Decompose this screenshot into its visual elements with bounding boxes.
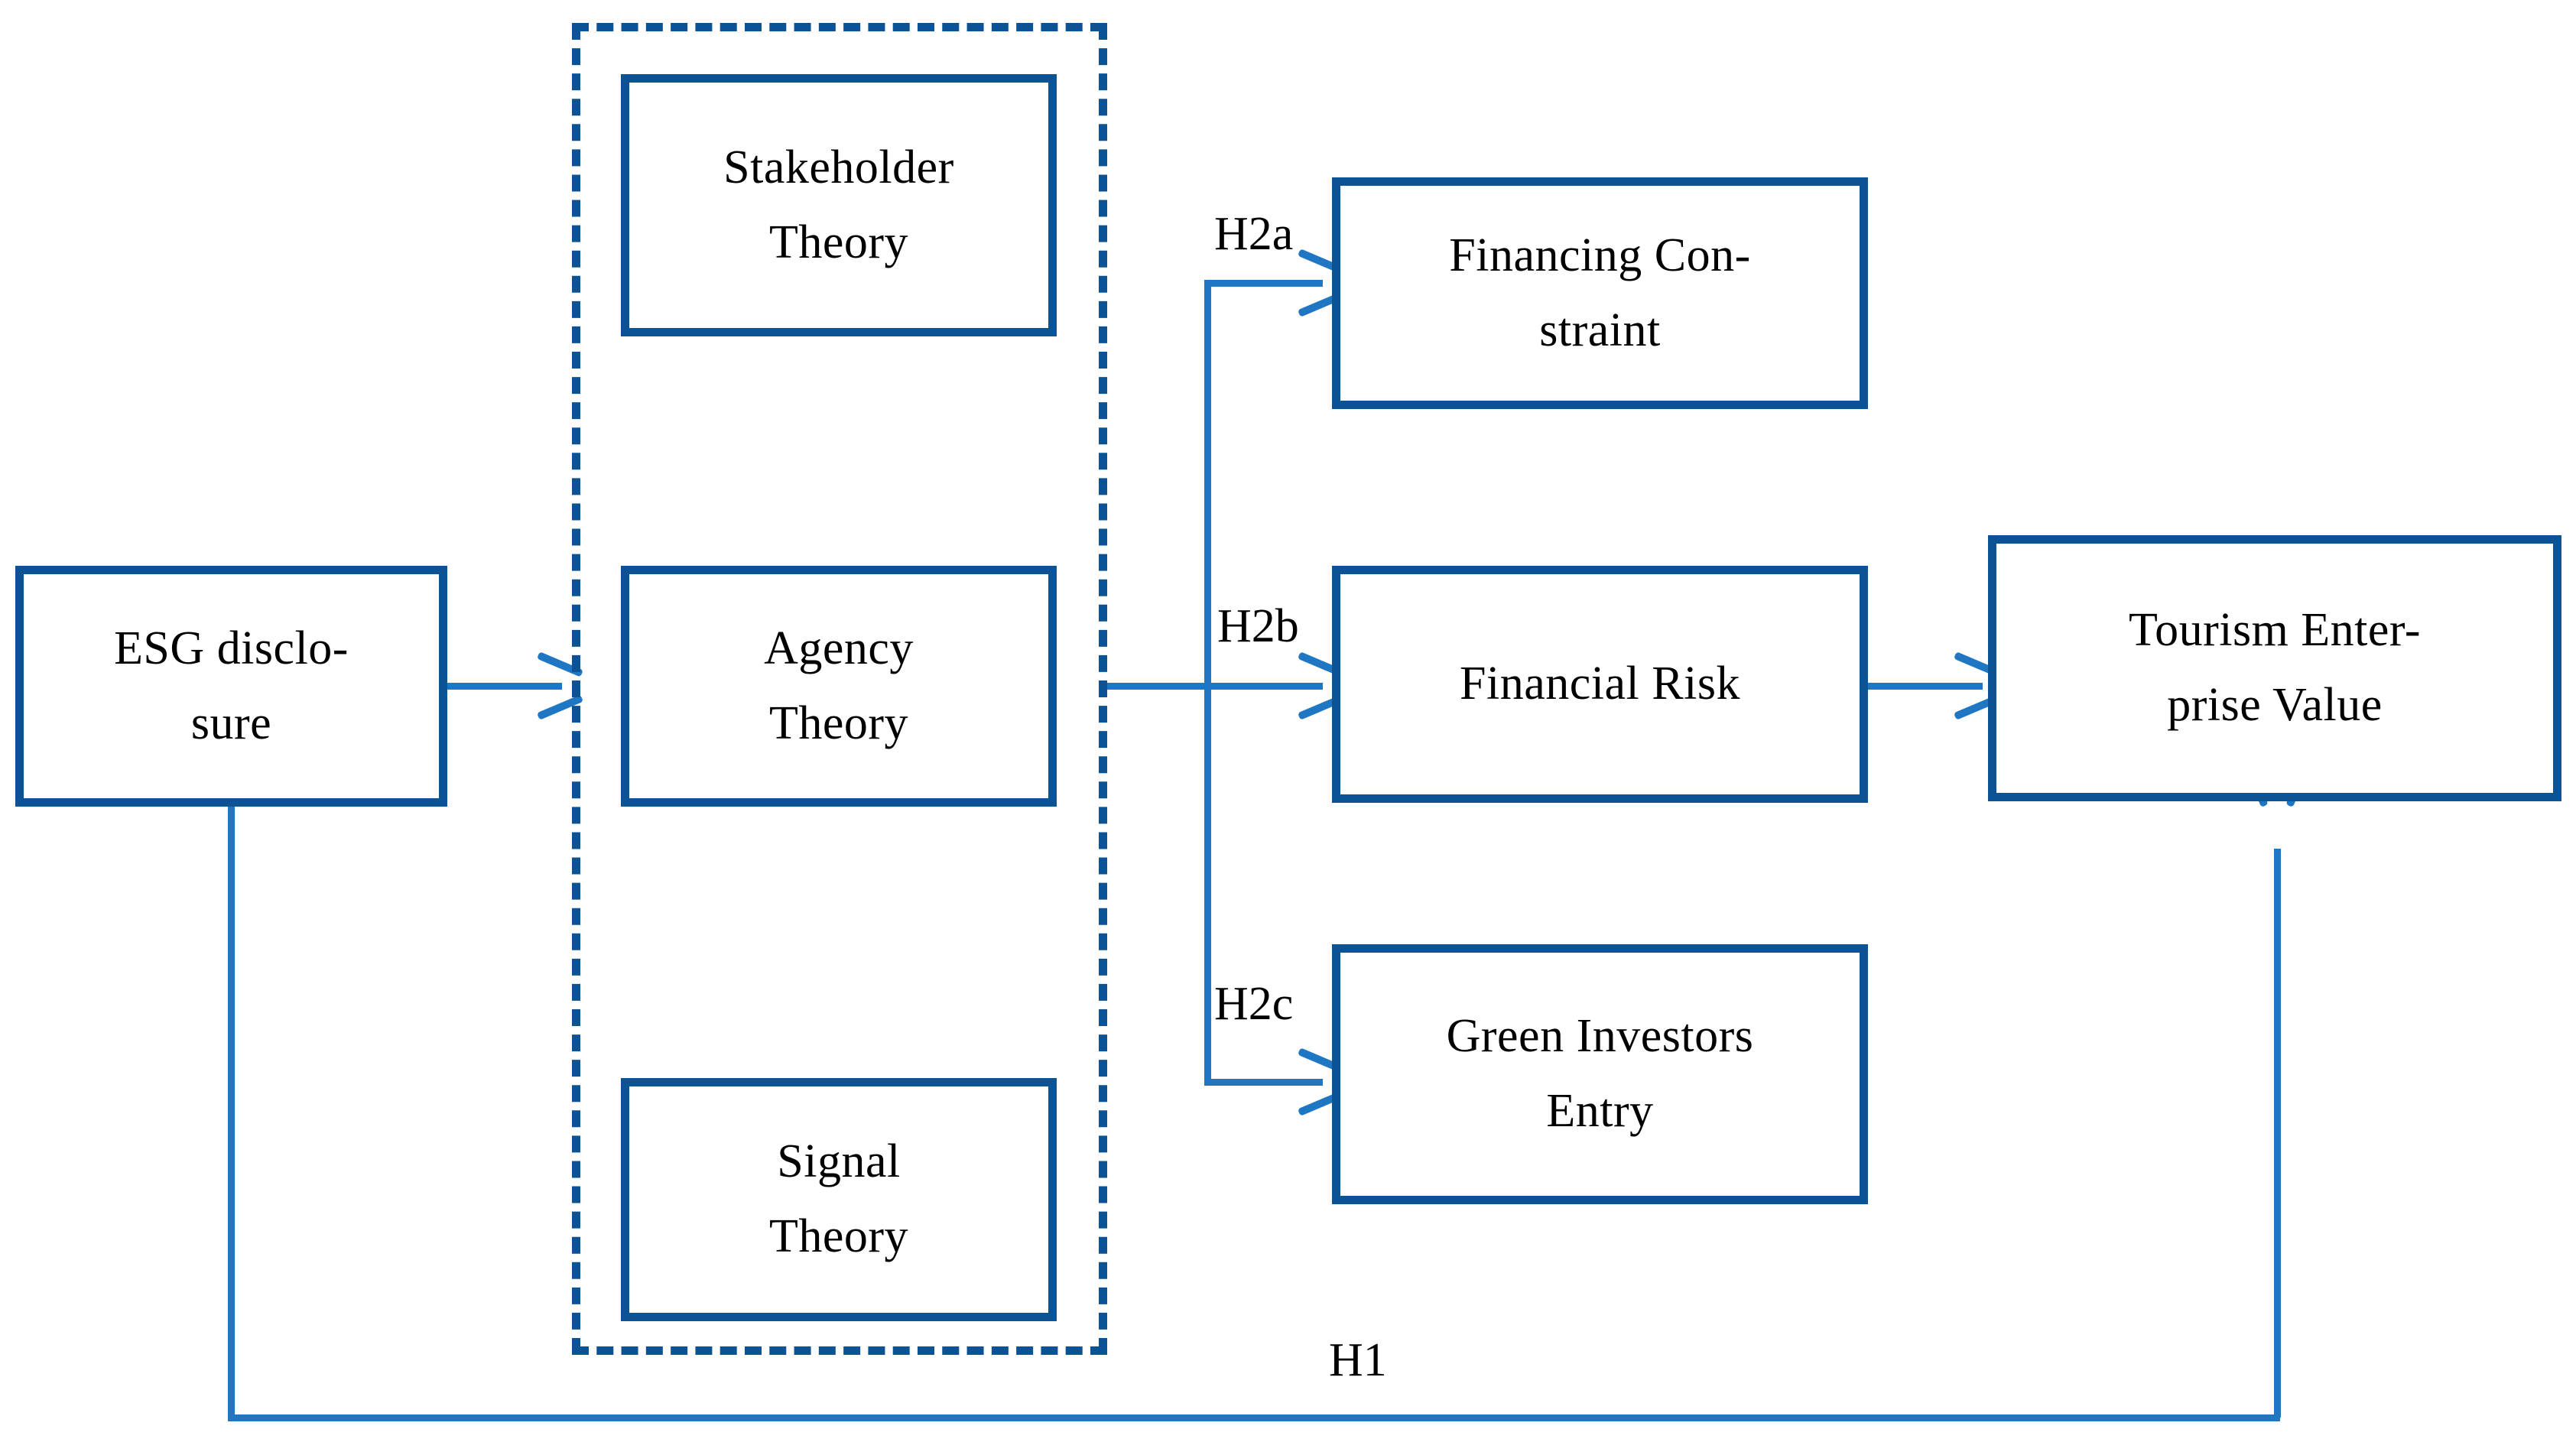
connector-h1-vertical-left — [228, 807, 235, 1418]
connector-trunk-to-financing-constraint — [1204, 280, 1323, 287]
connector-theory-group-to-trunk — [1107, 683, 1210, 690]
connector-trunk-to-green-investors-entry — [1204, 1079, 1323, 1086]
node-agency-theory-line2: Theory — [768, 697, 909, 749]
node-green-investors-entry[interactable]: Green Investors Entry — [1332, 944, 1868, 1204]
theory-group-container — [572, 23, 1107, 1355]
connector-financial-risk-to-tourism-value — [1868, 683, 1983, 690]
edge-label-h1: H1 — [1329, 1334, 1387, 1386]
connector-h1-horizontal-bottom — [228, 1414, 2280, 1421]
node-financing-constraint-line1: Financing Con- — [1449, 229, 1751, 281]
node-tourism-enterprise-value-line2: prise Value — [2167, 679, 2383, 731]
connector-trunk-to-financial-risk — [1204, 683, 1323, 690]
node-esg-disclosure-line1: ESG disclo- — [114, 622, 349, 674]
node-financing-constraint[interactable]: Financing Con- straint — [1332, 177, 1868, 409]
node-esg-disclosure[interactable]: ESG disclo- sure — [15, 566, 447, 807]
node-green-investors-entry-line2: Entry — [1546, 1085, 1654, 1137]
node-tourism-enterprise-value[interactable]: Tourism Enter- prise Value — [1988, 535, 2561, 801]
node-signal-theory-line2: Theory — [768, 1210, 909, 1262]
node-agency-theory-line1: Agency — [764, 622, 914, 674]
edge-label-h2a: H2a — [1214, 208, 1294, 260]
edge-label-h2b: H2b — [1217, 600, 1299, 652]
node-financial-risk-line1: Financial Risk — [1460, 658, 1740, 710]
node-agency-theory[interactable]: Agency Theory — [621, 566, 1057, 807]
connector-mediator-trunk — [1204, 283, 1211, 1082]
node-stakeholder-theory-line1: Stakeholder — [723, 141, 954, 193]
node-stakeholder-theory[interactable]: Stakeholder Theory — [621, 74, 1057, 336]
node-esg-disclosure-line2: sure — [190, 697, 272, 749]
node-tourism-enterprise-value-line1: Tourism Enter- — [2129, 604, 2421, 657]
node-financing-constraint-line2: straint — [1539, 304, 1661, 356]
node-stakeholder-theory-line2: Theory — [768, 216, 909, 268]
node-financial-risk[interactable]: Financial Risk — [1332, 566, 1868, 803]
node-signal-theory[interactable]: Signal Theory — [621, 1078, 1057, 1321]
node-green-investors-entry-line1: Green Investors — [1446, 1010, 1754, 1063]
connector-esg-to-theory-group — [447, 683, 562, 690]
connector-h1-vertical-right — [2274, 849, 2281, 1418]
edge-label-h2c: H2c — [1214, 978, 1294, 1030]
node-signal-theory-line1: Signal — [777, 1135, 901, 1188]
